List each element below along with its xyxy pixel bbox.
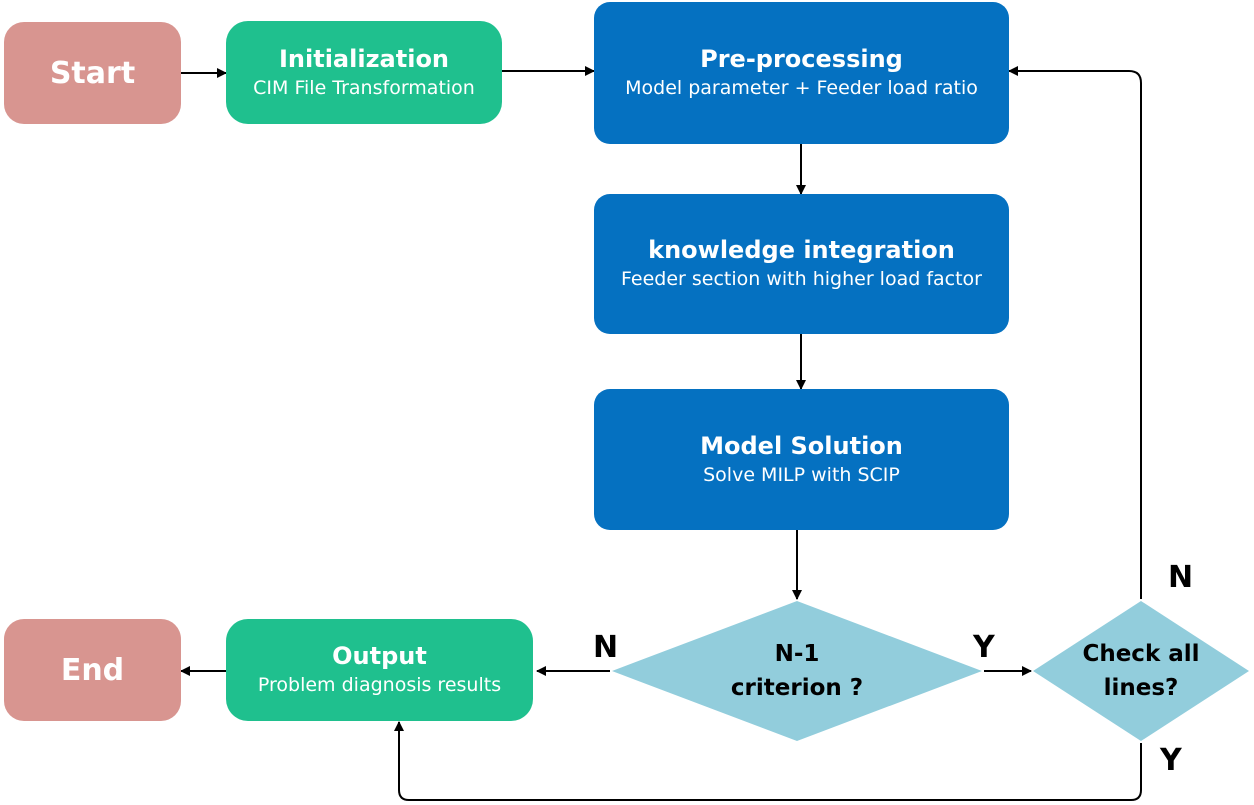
initialization-box: Initialization CIM File Transformation: [226, 21, 502, 124]
model-solution-box: Model Solution Solve MILP with SCIP: [594, 389, 1009, 530]
preprocessing-title: Pre-processing: [700, 45, 903, 73]
check-lines-label: Check all lines?: [1071, 637, 1211, 705]
model-solution-title: Model Solution: [700, 431, 903, 460]
check-lines-line2: lines?: [1103, 675, 1179, 701]
end-terminal: End: [4, 619, 181, 721]
end-label: End: [60, 652, 125, 688]
preprocessing-subtitle: Model parameter + Feeder load ratio: [625, 77, 978, 99]
knowledge-integration-title: knowledge integration: [648, 236, 955, 264]
initialization-subtitle: CIM File Transformation: [253, 76, 475, 99]
start-terminal: Start: [4, 22, 181, 124]
model-solution-subtitle: Solve MILP with SCIP: [703, 463, 900, 486]
output-title: Output: [332, 642, 427, 670]
n1-criterion-diamond: [612, 601, 982, 741]
knowledge-integration-subtitle: Feeder section with higher load factor: [621, 268, 982, 290]
check-lines-line1: Check all: [1082, 641, 1200, 667]
arrow-check-lines-no-loop: [1008, 66, 1142, 599]
check-no-label: N: [1168, 560, 1194, 595]
output-subtitle: Problem diagnosis results: [257, 674, 502, 696]
n1-no-label: N: [593, 630, 619, 665]
initialization-title: Initialization: [278, 44, 450, 73]
n1-criterion-label: N-1 criterion ?: [697, 637, 897, 705]
preprocessing-box: Pre-processing Model parameter + Feeder …: [594, 2, 1009, 144]
n1-yes-label: Y: [973, 630, 995, 665]
start-label: Start: [49, 55, 136, 91]
knowledge-integration-box: knowledge integration Feeder section wit…: [594, 194, 1009, 334]
check-yes-label: Y: [1160, 743, 1182, 778]
output-box: Output Problem diagnosis results: [226, 619, 533, 721]
n1-criterion-line2: criterion ?: [730, 675, 864, 701]
check-lines-diamond: [1033, 601, 1249, 741]
arrow-check-lines-yes-to-output: [394, 721, 1142, 801]
n1-criterion-line1: N-1: [774, 641, 820, 667]
